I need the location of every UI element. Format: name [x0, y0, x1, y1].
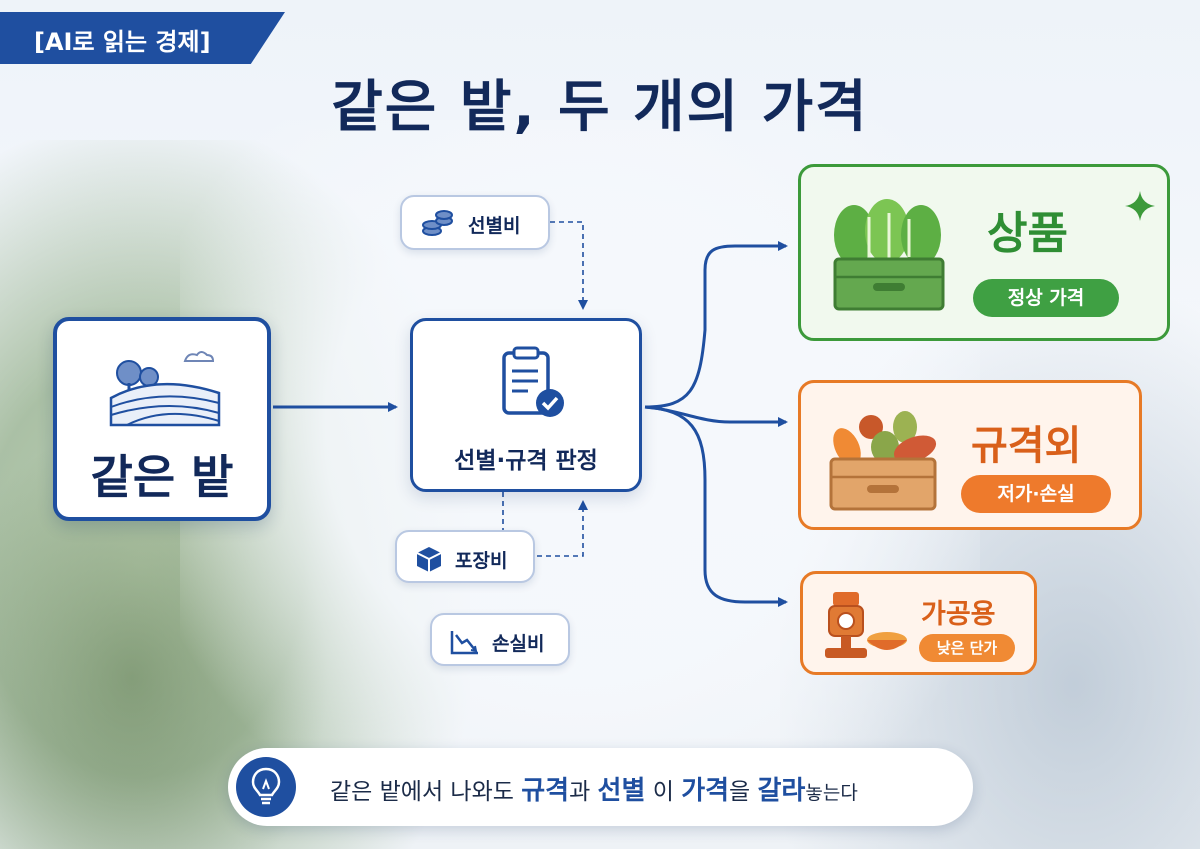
- summary-keyword-price: 가격: [681, 776, 730, 806]
- cost-pill-loss: 손실비: [430, 613, 570, 666]
- outcome-label-processing: 가공용: [921, 599, 996, 630]
- summary-keyword-spec: 규격: [521, 776, 570, 806]
- series-label: [AI로 읽는 경제]: [34, 28, 211, 56]
- page-title: 같은 밭, 두 개의 가격: [331, 75, 869, 140]
- mixed-produce-crate-icon: [829, 411, 937, 511]
- outcome-processing: 가공용 낮은 단가: [800, 571, 1037, 675]
- outcome-tag-processing: 낮은 단가: [919, 634, 1015, 662]
- arrow-to-premium: [644, 241, 788, 409]
- loss-chart-icon: [450, 631, 478, 655]
- sparkle-icon: [1125, 191, 1155, 221]
- source-card: 같은 밭: [53, 317, 271, 521]
- source-label: 같은 밭: [90, 450, 234, 504]
- summary-part3: 이: [645, 779, 682, 805]
- cost-label-packing: 포장비: [455, 550, 508, 572]
- vegetable-crate-icon: [833, 199, 945, 311]
- outcome-premium: 상품 정상 가격: [798, 164, 1170, 341]
- summary-banner: 같은 밭에서 나와도 규격과 선별 이 가격을 갈라놓는다: [228, 748, 973, 826]
- outcome-label-substandard: 규격외: [971, 423, 1082, 469]
- cost-pill-sorting: 선별비: [400, 195, 550, 250]
- clipboard-check-icon: [502, 346, 564, 417]
- cost-label-sorting: 선별비: [468, 215, 521, 237]
- judgement-label: 선별·규격 판정: [454, 448, 598, 474]
- summary-part5: 놓는다: [805, 782, 858, 804]
- package-box-icon: [416, 547, 442, 572]
- outcome-tag-premium: 정상 가격: [973, 279, 1119, 317]
- grinder-icon: [825, 592, 907, 658]
- summary-keyword-sorting: 선별: [597, 776, 646, 806]
- summary-part2: 과: [569, 779, 598, 805]
- dashed-sorting-cost: [550, 221, 588, 310]
- arrow-to-processing: [644, 405, 788, 607]
- cost-label-loss: 손실비: [492, 633, 545, 655]
- lightbulb-icon: [236, 757, 296, 817]
- outcome-label-premium: 상품: [987, 208, 1068, 259]
- summary-part1: 같은 밭에서 나와도: [330, 779, 522, 805]
- dashed-packing-cost: [537, 500, 588, 557]
- series-ribbon: [AI로 읽는 경제]: [0, 12, 285, 64]
- coins-icon: [422, 210, 453, 236]
- outcome-tag-substandard: 저가·손실: [961, 475, 1111, 513]
- farm-field-icon: [109, 351, 221, 427]
- outcome-substandard: 규격외 저가·손실: [798, 380, 1142, 530]
- cost-pill-packing: 포장비: [395, 530, 535, 583]
- judgement-card: 선별·규격 판정: [410, 318, 642, 492]
- summary-keyword-split: 갈라: [757, 776, 806, 806]
- summary-part4: 을: [729, 779, 758, 805]
- summary-text: 같은 밭에서 나와도 규격과 선별 이 가격을 갈라놓는다: [330, 770, 858, 807]
